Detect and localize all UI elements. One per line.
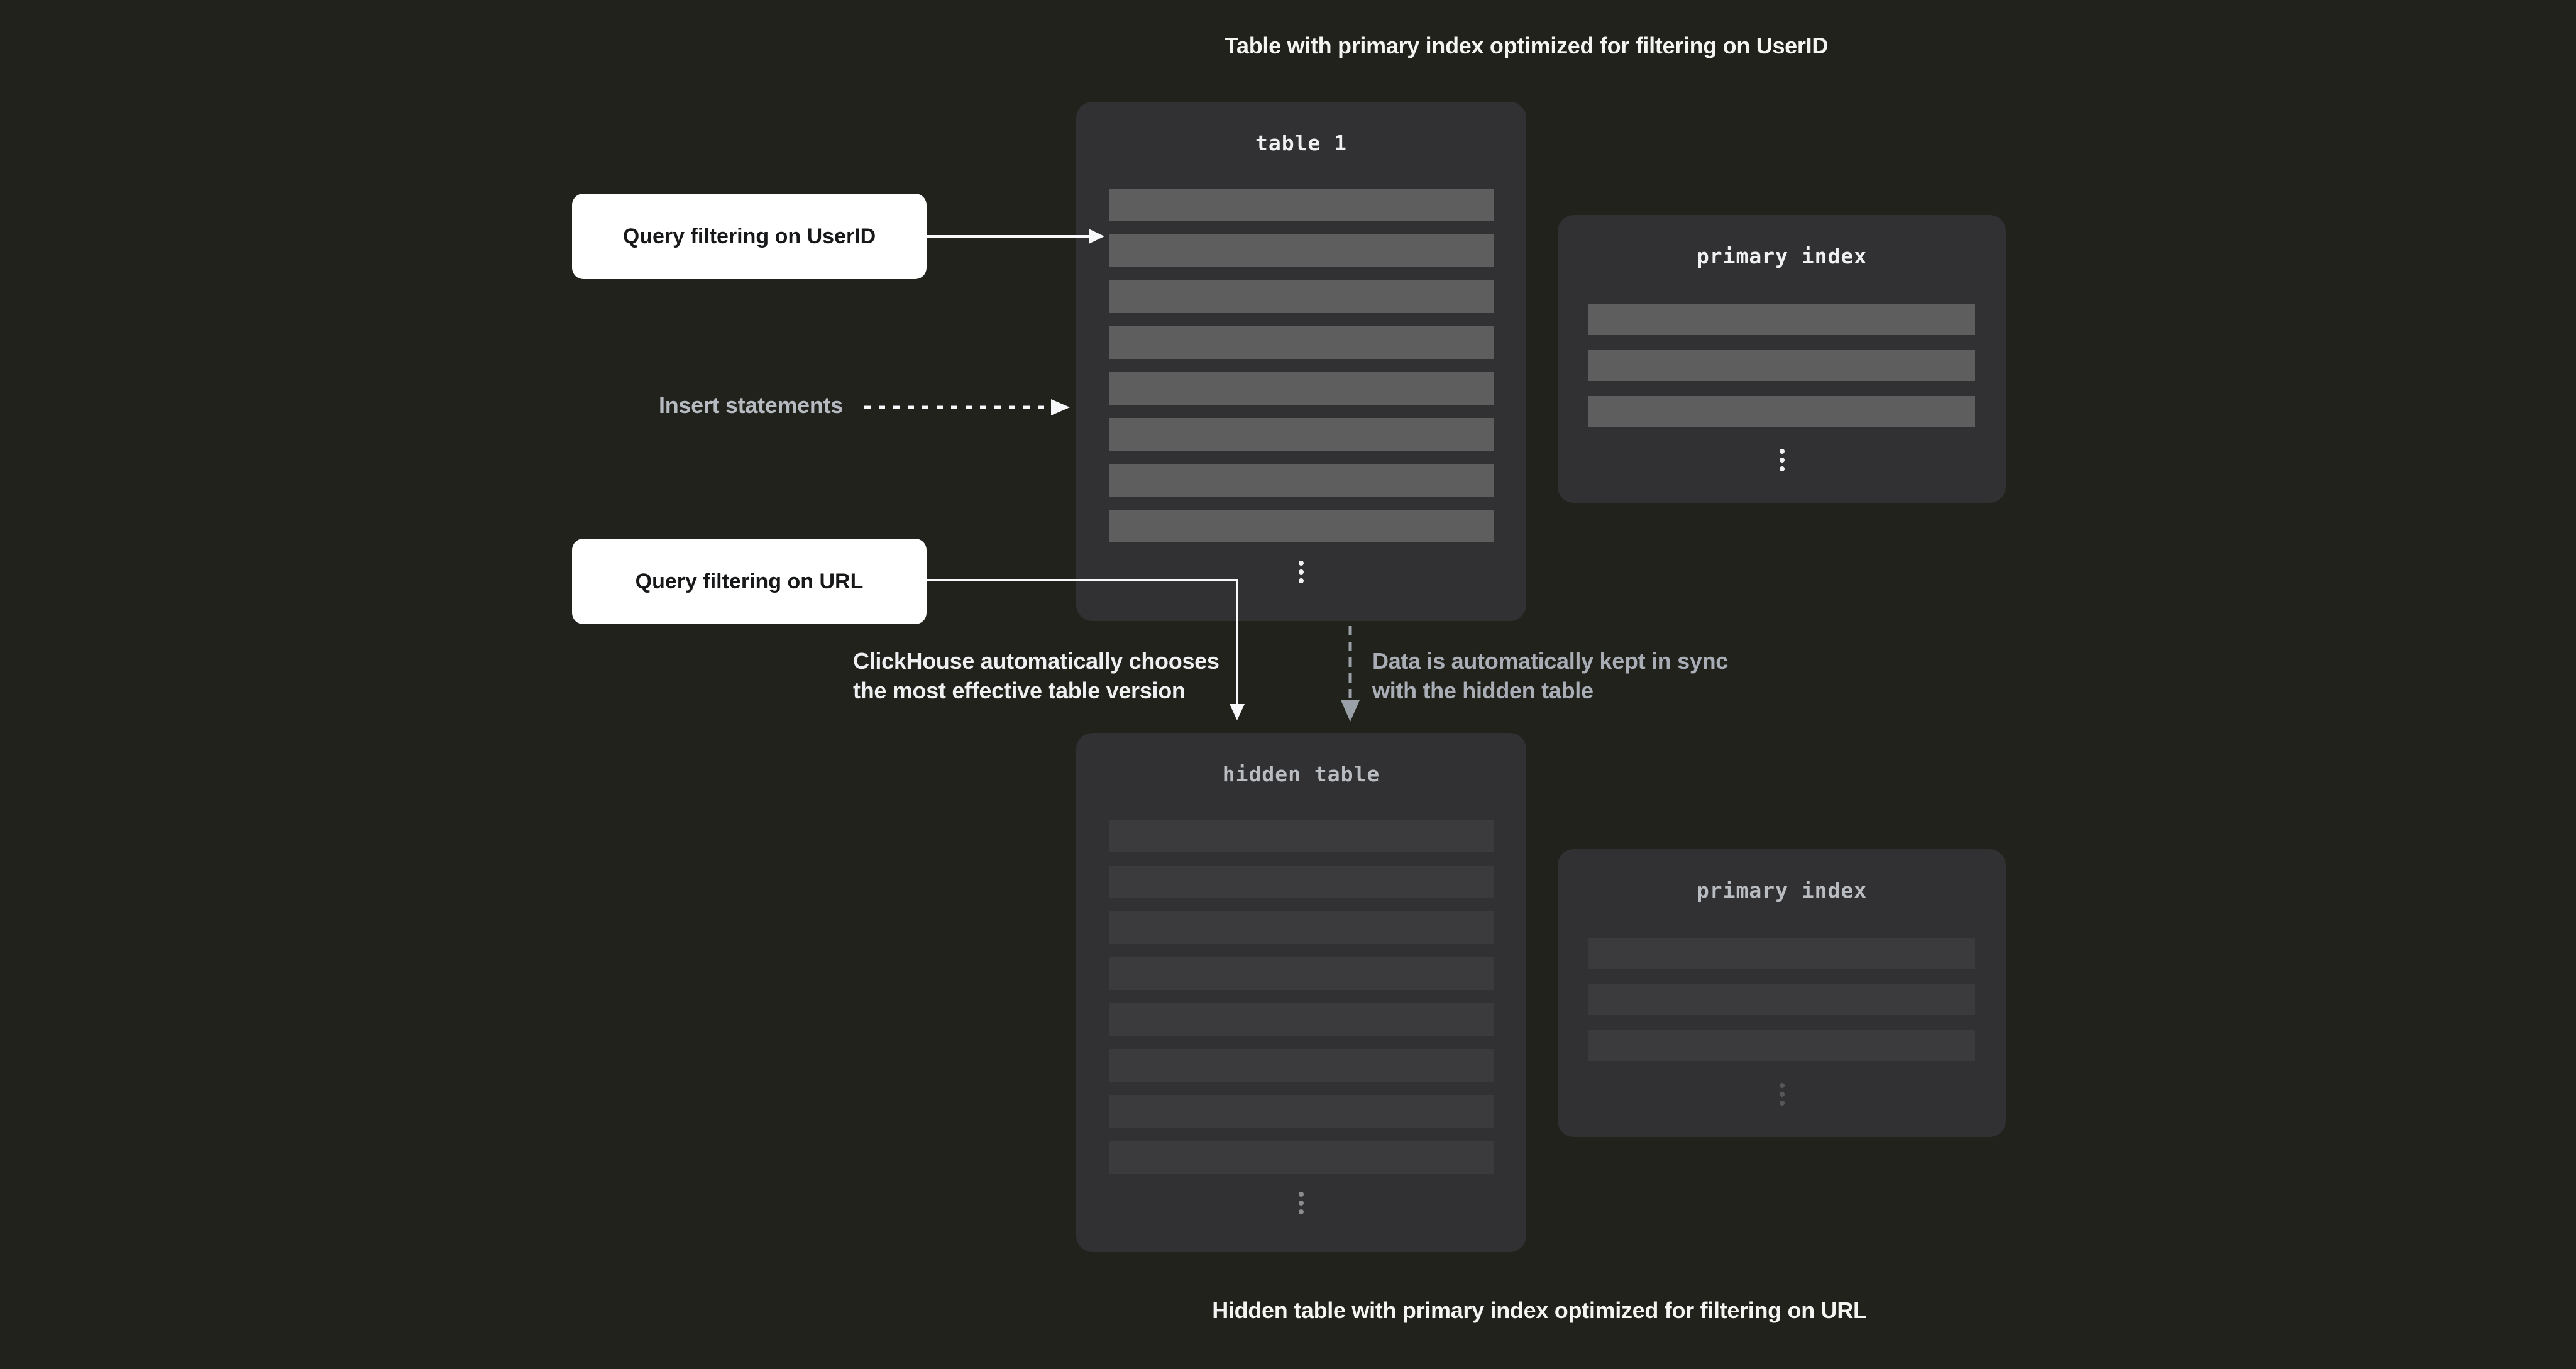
table-row: [1109, 510, 1494, 542]
insert-statements-label: Insert statements: [659, 392, 844, 418]
table-row: [1109, 280, 1494, 313]
hidden-table-card: hidden table: [1076, 733, 1526, 1252]
table-row: [1109, 1095, 1494, 1128]
sync-annotation-line2: with the hidden table: [1372, 678, 1593, 703]
table-row: [1109, 1049, 1494, 1082]
table-row: [1588, 984, 1975, 1015]
top-caption: Table with primary index optimized for f…: [1224, 33, 1829, 58]
hidden-table-ellipsis-icon: [1299, 1192, 1304, 1214]
primary-index-top-title: primary index: [1696, 244, 1868, 268]
query-url-callout: Query filtering on URL: [572, 539, 927, 624]
table-row: [1109, 866, 1494, 898]
table1-title: table 1: [1255, 131, 1348, 155]
bottom-caption: Hidden table with primary index optimize…: [1212, 1297, 1867, 1323]
sync-annotation: Data is automatically kept in sync with …: [1372, 646, 1728, 705]
sync-arrow: [1341, 626, 1360, 722]
table-row: [1109, 820, 1494, 852]
sync-annotation-line1: Data is automatically kept in sync: [1372, 648, 1729, 674]
primary-index-bottom-card: primary index: [1558, 849, 2006, 1137]
table-row: [1109, 372, 1494, 405]
table-row: [1588, 350, 1975, 381]
primary-index-top-rows: [1588, 304, 1975, 427]
table-row: [1588, 396, 1975, 427]
chooses-annotation: ClickHouse automatically chooses the mos…: [853, 646, 1219, 705]
table-row: [1109, 1141, 1494, 1174]
table-row: [1109, 911, 1494, 944]
table1-rows: [1109, 189, 1494, 542]
hidden-table-title: hidden table: [1222, 762, 1380, 786]
table-row: [1588, 304, 1975, 335]
table-row: [1109, 326, 1494, 359]
table1-ellipsis-icon: [1299, 561, 1304, 583]
table-row: [1588, 938, 1975, 969]
chooses-annotation-line1: ClickHouse automatically chooses: [853, 648, 1219, 674]
table-row: [1109, 189, 1494, 221]
query-userid-callout: Query filtering on UserID: [572, 194, 927, 279]
table-row: [1109, 464, 1494, 497]
primary-index-top-card: primary index: [1558, 215, 2006, 503]
hidden-table-rows: [1109, 820, 1494, 1174]
table1-card: table 1: [1076, 102, 1526, 621]
table-row: [1109, 957, 1494, 990]
primary-index-top-ellipsis-icon: [1779, 449, 1785, 471]
table-row: [1109, 418, 1494, 451]
primary-index-bottom-ellipsis-icon: [1779, 1083, 1785, 1106]
primary-index-bottom-title: primary index: [1696, 878, 1868, 903]
chooses-annotation-line2: the most effective table version: [853, 678, 1186, 703]
primary-index-bottom-rows: [1588, 938, 1975, 1061]
table-row: [1588, 1030, 1975, 1061]
table-row: [1109, 234, 1494, 267]
table-row: [1109, 1003, 1494, 1036]
insert-statements-arrow: [864, 399, 1070, 415]
